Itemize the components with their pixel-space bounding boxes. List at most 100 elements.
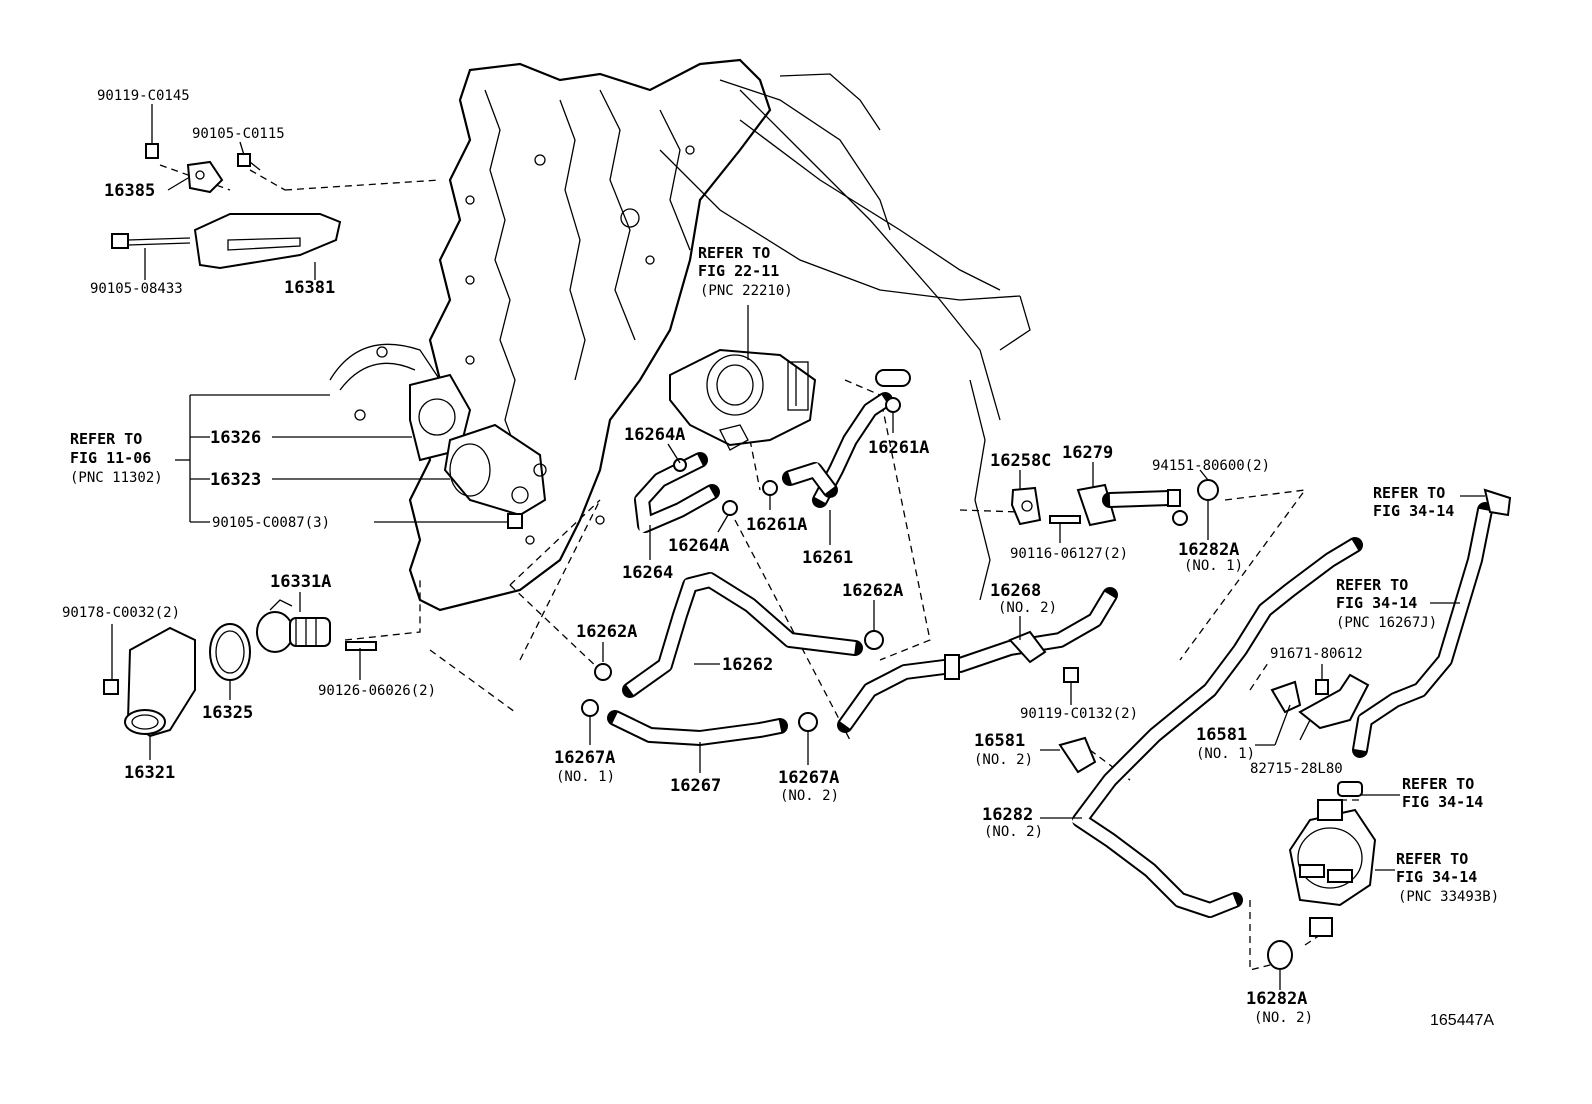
ref-fig34-b-line2: FIG 34-14 <box>1336 594 1417 612</box>
gasket-16325 <box>209 623 251 681</box>
label-16261a-upper: 16261A <box>868 438 929 458</box>
label-16282a-no1: 16282A <box>1178 540 1239 560</box>
thermostat-16331a <box>256 599 331 653</box>
label-16282a-no2-sub: (NO. 2) <box>1254 1010 1313 1026</box>
label-16581-no2-sub: (NO. 2) <box>974 752 1033 768</box>
bracket-16381 <box>193 213 342 270</box>
hose-16282 <box>1071 537 1363 918</box>
reference-labels: REFER TO FIG 22-11 (PNC 22210) REFER TO … <box>70 244 1499 905</box>
ref-fig11-line1: REFER TO <box>70 430 142 448</box>
label-16261: 16261 <box>802 548 853 568</box>
ref-fig34-b-line3: (PNC 16267J) <box>1336 615 1437 631</box>
label-16282: 16282 <box>982 805 1033 825</box>
ref-fig11-line2: FIG 11-06 <box>70 449 151 467</box>
label-16264a-lower: 16264A <box>668 536 729 556</box>
bolt-90105-c0087 <box>507 513 523 529</box>
label-16381: 16381 <box>284 278 335 298</box>
ref-fig34-d-line3: (PNC 33493B) <box>1398 889 1499 905</box>
label-16262a-right: 16262A <box>842 581 903 601</box>
label-16268: 16268 <box>990 581 1041 601</box>
bolt-90105-08433 <box>111 233 191 249</box>
label-16279: 16279 <box>1062 443 1113 463</box>
clamp-16282a-no2 <box>1267 917 1333 970</box>
clamp-16264a <box>673 458 738 516</box>
label-16264a-upper: 16264A <box>624 425 685 445</box>
label-16581-no2: 16581 <box>974 731 1025 751</box>
ref-fig34-a-line2: FIG 34-14 <box>1373 502 1454 520</box>
leader-lines <box>111 104 1485 990</box>
clip-16581-no1 <box>1270 680 1302 714</box>
hose-16262 <box>622 572 863 698</box>
bolt-90119-c0132 <box>1063 667 1079 683</box>
ref-fig34-d-line1: REFER TO <box>1396 850 1468 868</box>
hose-16261 <box>782 369 911 508</box>
label-16261a-lower: 16261A <box>746 515 807 535</box>
label-90126-06026: 90126-06026(2) <box>318 683 436 699</box>
label-16581-no1-sub: (NO. 1) <box>1196 746 1255 762</box>
nut-90178-c0032 <box>103 679 119 695</box>
label-16323: 16323 <box>210 470 261 490</box>
bracket-82715-28l80 <box>1298 673 1370 730</box>
part-labels: 90119-C0145 90105-C0115 16385 90105-0843… <box>62 88 1363 1026</box>
throttle-body <box>669 348 817 451</box>
label-90116-06127: 90116-06127(2) <box>1010 546 1128 562</box>
bolt-91671-80612 <box>1315 679 1329 695</box>
engine-block-outline <box>329 58 1031 612</box>
hose-16267 <box>607 710 788 746</box>
label-90105-c0115: 90105-C0115 <box>192 126 285 142</box>
ref-fig34-a-line1: REFER TO <box>1373 484 1445 502</box>
ref-fig34-d-line2: FIG 34-14 <box>1396 868 1477 886</box>
clip-16581-no2 <box>1058 736 1097 774</box>
label-16282-sub: (NO. 2) <box>984 824 1043 840</box>
label-90105-c0087: 90105-C0087(3) <box>212 515 330 531</box>
label-16331a: 16331A <box>270 572 331 592</box>
label-16262: 16262 <box>722 655 773 675</box>
label-16581-no1: 16581 <box>1196 725 1247 745</box>
label-94151-80600: 94151-80600(2) <box>1152 458 1270 474</box>
stud-90126-06026 <box>345 641 377 651</box>
label-90119-c0132: 90119-C0132(2) <box>1020 706 1138 722</box>
hose-16267j <box>1352 488 1512 758</box>
pipe-16279 <box>1076 483 1181 527</box>
label-16267: 16267 <box>670 776 721 796</box>
bolt-90105-c0115 <box>237 153 261 171</box>
label-16267a-no2-sub: (NO. 2) <box>780 788 839 804</box>
figure-id: 165447A <box>1430 1012 1494 1029</box>
label-16268-sub: (NO. 2) <box>998 600 1057 616</box>
label-16326: 16326 <box>210 428 261 448</box>
ref-fig22-line1: REFER TO <box>698 244 770 262</box>
ref-fig34-c-line1: REFER TO <box>1402 775 1474 793</box>
ref-fig22-line3: (PNC 22210) <box>700 283 793 299</box>
label-16321: 16321 <box>124 763 175 783</box>
label-16262a-left: 16262A <box>576 622 637 642</box>
nut-94151-80600 <box>1172 510 1188 526</box>
gasket-16258c <box>1010 486 1042 526</box>
hose-16264 <box>634 452 720 534</box>
pipe-16268 <box>837 587 1118 733</box>
label-82715-28l80: 82715-28L80 <box>1250 761 1343 777</box>
label-16385: 16385 <box>104 181 155 201</box>
housing-16323 <box>443 423 547 517</box>
ref-fig11-line3: (PNC 11302) <box>70 470 163 486</box>
label-91671-80612: 91671-80612 <box>1270 646 1363 662</box>
valve-33493b <box>1288 781 1377 907</box>
clamp-16262a <box>594 630 884 681</box>
bolt-90119-c0145 <box>145 143 159 159</box>
label-16267a-no2: 16267A <box>778 768 839 788</box>
label-16267a-no1-sub: (NO. 1) <box>556 769 615 785</box>
label-16258c: 16258C <box>990 451 1051 471</box>
bracket-16385 <box>186 160 224 194</box>
ref-fig34-b-line1: REFER TO <box>1336 576 1408 594</box>
ref-fig34-c-line2: FIG 34-14 <box>1402 793 1483 811</box>
label-90119-c0145: 90119-C0145 <box>97 88 190 104</box>
ref-fig22-line2: FIG 22-11 <box>698 262 779 280</box>
clamp-16282a-no1 <box>1197 479 1219 501</box>
label-16325: 16325 <box>202 703 253 723</box>
stud-90116-06127 <box>1049 515 1081 524</box>
label-90105-08433: 90105-08433 <box>90 281 183 297</box>
label-90178-c0032: 90178-C0032(2) <box>62 605 180 621</box>
label-16282a-no2: 16282A <box>1246 989 1307 1009</box>
label-16264: 16264 <box>622 563 673 583</box>
